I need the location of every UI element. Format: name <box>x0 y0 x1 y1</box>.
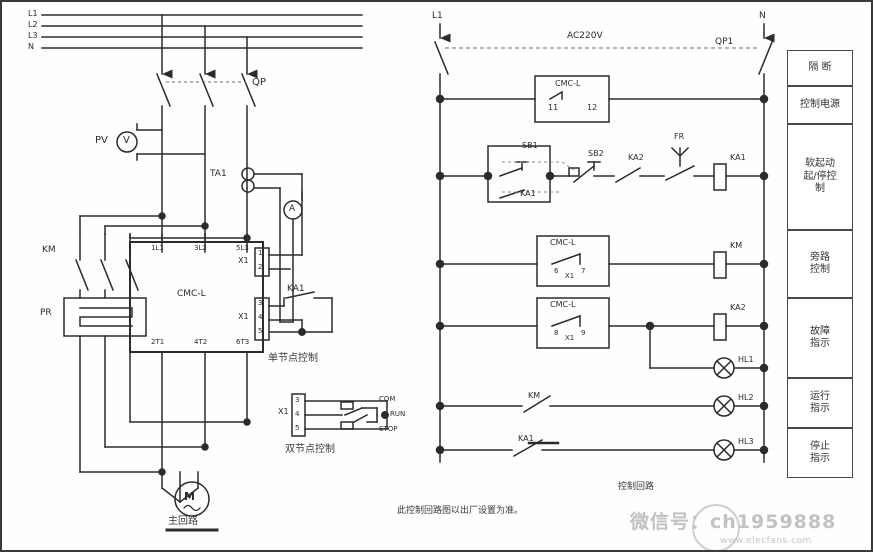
rung3-terminal-6: 6 <box>554 267 559 275</box>
lamp-label-hl2: HL2 <box>738 393 754 402</box>
motor-glyph: M <box>184 490 195 503</box>
cmc-terminal-2t1: 2T1 <box>151 338 165 346</box>
rung4-block-name: CMC-L <box>550 300 576 309</box>
rung3-terminal-label-x1: X1 <box>565 272 575 280</box>
dual-point-signal-stop: STOP <box>379 425 398 433</box>
supply-label-l2: L2 <box>28 20 38 29</box>
x1-upper-label: X1 <box>238 256 249 265</box>
coil-label-ka2: KA2 <box>730 303 746 312</box>
ammeter-glyph: A <box>289 204 296 214</box>
dual-point-pin-5: 5 <box>295 424 300 432</box>
legend-row-stop: 停止 指示 <box>787 428 853 478</box>
voltmeter-glyph: V <box>123 135 130 146</box>
cmc-terminal-6t3: 6T3 <box>236 338 250 346</box>
dual-point-signal-run: RUN <box>390 410 406 418</box>
watermark-text: 微信号：ch1959888 <box>630 511 837 533</box>
control-rail-label-n: N <box>759 11 766 21</box>
dual-point-caption: 双节点控制 <box>285 444 335 455</box>
softstarter-name: CMC-L <box>177 289 206 299</box>
supply-voltage-label: AC220V <box>567 31 603 41</box>
rung1-terminal-12: 12 <box>587 103 598 112</box>
hold-contact-label-ka1: KA1 <box>520 189 536 198</box>
rung4-terminal-label-x1: X1 <box>565 334 575 342</box>
x1-lower-label: X1 <box>238 312 249 321</box>
run-contact-label-km: KM <box>528 391 541 400</box>
interlock-label-ka2: KA2 <box>628 153 644 162</box>
supply-label-l1: L1 <box>28 9 38 18</box>
rung3-block-name: CMC-L <box>550 238 576 247</box>
disconnect-label-qp: QP <box>252 77 266 88</box>
voltmeter-label-pv: PV <box>95 135 108 146</box>
rung1-terminal-11: 11 <box>548 103 559 112</box>
legend-row-softstart: 软起动 起/停控 制 <box>787 124 853 230</box>
rung1-block-name: CMC-L <box>555 79 581 88</box>
control-rail-label-l1: L1 <box>432 11 443 21</box>
coil-label-km: KM <box>730 241 743 250</box>
single-point-caption: 单节点控制 <box>268 353 318 364</box>
contactor-label-km: KM <box>42 245 56 255</box>
ct-label-ta1: TA1 <box>210 169 227 179</box>
rung4-terminal-8: 8 <box>554 329 559 337</box>
stop-contact-label-ka1: KA1 <box>518 434 534 443</box>
dual-point-terminal-label: X1 <box>278 407 289 416</box>
overload-label-fr: FR <box>674 132 685 141</box>
cmc-terminal-1l1: 1L1 <box>151 244 164 252</box>
dual-point-signal-com: COM <box>379 395 396 403</box>
legend-row-isolation: 隔 断 <box>787 50 853 86</box>
control-circuit-note: 此控制回路图以出厂设置为准。 <box>397 506 524 516</box>
cmc-terminal-4t2: 4T2 <box>194 338 208 346</box>
rung3-terminal-7: 7 <box>581 267 586 275</box>
lamp-label-hl3: HL3 <box>738 437 754 446</box>
legend-row-control-power: 控制电源 <box>787 86 853 124</box>
stop-button-label-sb2: SB2 <box>588 149 604 158</box>
legend-row-run: 运行 指示 <box>787 378 853 428</box>
dual-point-pin-4: 4 <box>295 410 300 418</box>
x1-lower-pin-3: 3 <box>258 299 263 307</box>
x1-upper-pin-1: 1 <box>258 249 263 257</box>
watermark-url: www.elecfans.com <box>720 536 812 546</box>
legend-row-fault: 故障 指示 <box>787 298 853 378</box>
cmc-terminal-3l2: 3L2 <box>194 244 207 252</box>
watermark-ring-icon <box>692 504 740 550</box>
start-button-label-sb1: SB1 <box>522 141 538 150</box>
coil-label-ka1: KA1 <box>730 153 746 162</box>
x1-upper-pin-2: 2 <box>258 263 263 271</box>
legend-row-bypass: 旁路 控制 <box>787 230 853 298</box>
main-circuit-title: 主回路 <box>168 516 198 527</box>
x1-lower-pin-5: 5 <box>258 327 263 335</box>
relay-contact-label-ka1: KA1 <box>287 284 305 294</box>
supply-label-l3: L3 <box>28 31 38 40</box>
breaker-label-qp1: QP1 <box>715 37 734 47</box>
dual-point-pin-3: 3 <box>295 396 300 404</box>
x1-lower-pin-4: 4 <box>258 313 263 321</box>
control-circuit-title: 控制回路 <box>618 482 655 492</box>
cmc-terminal-5l3: 5L3 <box>236 244 249 252</box>
reactor-label-pr: PR <box>40 308 52 318</box>
supply-label-n: N <box>28 42 34 51</box>
lamp-label-hl1: HL1 <box>738 355 754 364</box>
rung4-terminal-9: 9 <box>581 329 586 337</box>
